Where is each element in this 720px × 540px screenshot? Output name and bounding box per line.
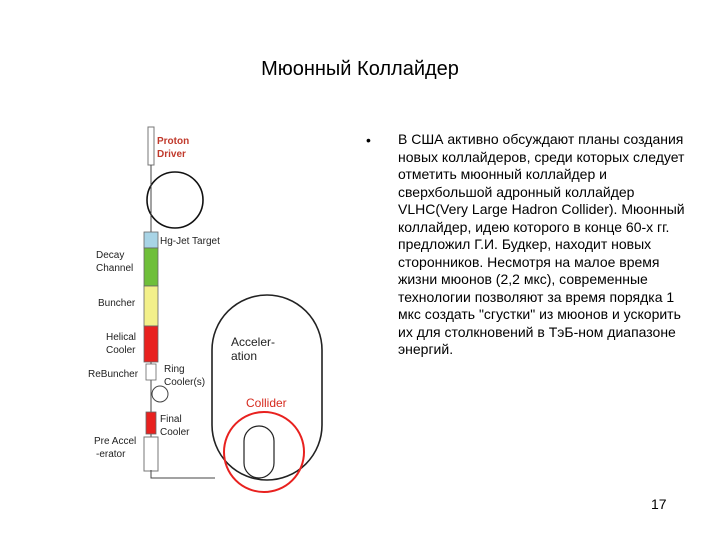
final-cooler-block bbox=[145, 411, 157, 435]
slide-title: Мюонный Коллайдер bbox=[261, 58, 459, 80]
bullet-marker: • bbox=[366, 132, 371, 148]
proton-driver-label-2: Driver bbox=[157, 149, 186, 160]
rebuncher-label: ReBuncher bbox=[88, 369, 139, 380]
proton-driver-label-1: Proton bbox=[157, 136, 189, 147]
acceleration-label-1: Acceler- bbox=[231, 335, 275, 349]
final-cooler-label-1: Final bbox=[160, 414, 182, 425]
pre-accel-label-1: Pre Accel bbox=[94, 436, 136, 447]
buncher-label: Buncher bbox=[98, 298, 136, 309]
target-label: Hg-Jet Target bbox=[160, 236, 220, 247]
final-cooler-label-2: Cooler bbox=[160, 427, 190, 438]
collider-label: Collider bbox=[246, 396, 287, 410]
pre-accelerator-block bbox=[143, 436, 159, 472]
collider-ring bbox=[223, 411, 305, 493]
proton-driver-box bbox=[147, 126, 155, 166]
body-paragraph: В США активно обсуждают планы создания н… bbox=[398, 131, 685, 357]
helical-cooler-block bbox=[143, 325, 159, 363]
decay-channel-label-1: Decay bbox=[96, 250, 124, 261]
transfer-line bbox=[150, 470, 215, 479]
collider-inner-ring bbox=[243, 425, 275, 479]
helical-cooler-label-2: Cooler bbox=[106, 345, 136, 356]
ring-cooler-label-1: Ring bbox=[164, 364, 185, 375]
acceleration-label-2: ation bbox=[231, 349, 257, 363]
helical-cooler-label-1: Helical bbox=[106, 332, 136, 343]
buncher-block bbox=[143, 285, 159, 327]
proton-driver-ring bbox=[146, 171, 204, 229]
decay-channel-block bbox=[143, 247, 159, 287]
ring-cooler-ring bbox=[151, 385, 169, 403]
rebuncher-block bbox=[145, 363, 157, 381]
page-number: 17 bbox=[651, 496, 667, 512]
target-block bbox=[143, 231, 159, 249]
pre-accel-label-2: -erator bbox=[96, 449, 126, 460]
accelerator-racetrack bbox=[211, 294, 323, 481]
decay-channel-label-2: Channel bbox=[96, 263, 133, 274]
ring-cooler-label-2: Cooler(s) bbox=[164, 377, 205, 388]
